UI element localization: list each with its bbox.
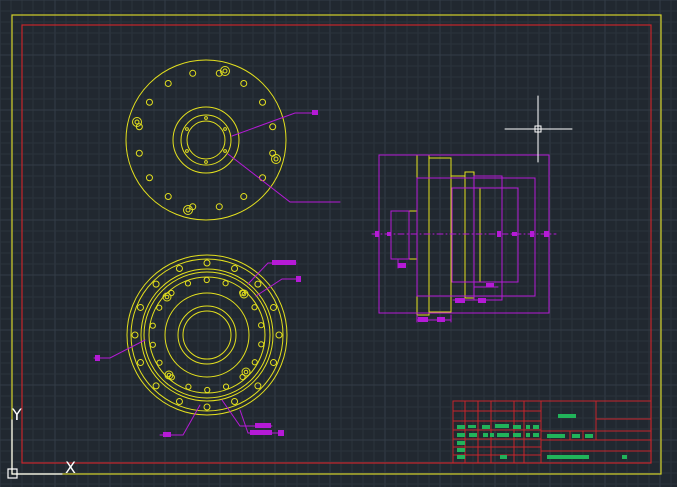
bolt-hole <box>231 398 239 406</box>
inner-frame <box>21 24 652 464</box>
bolt-hole <box>184 280 192 287</box>
inner-hole <box>204 160 208 164</box>
bolt-hole <box>185 383 192 390</box>
bolt-hole <box>259 98 267 106</box>
bearing-leaders <box>93 260 301 437</box>
bolt-hole <box>203 403 211 411</box>
outer-frame <box>11 14 662 475</box>
bolt-hole <box>152 382 160 390</box>
bolt-hole <box>270 359 278 367</box>
bolt-hole <box>269 123 277 131</box>
bolt-hole <box>203 259 211 267</box>
bolt-hole <box>203 276 210 284</box>
bolt-hole <box>215 69 223 77</box>
title-block[interactable] <box>452 400 652 464</box>
bolt-hole <box>136 303 144 311</box>
inner-hole <box>223 149 227 153</box>
bolt-hole <box>156 304 163 311</box>
bolt-hole <box>156 359 163 366</box>
bolt-hole <box>175 398 183 406</box>
bolt-hole <box>164 79 172 87</box>
ucs-y-label: Y <box>11 405 22 424</box>
bolt-hole <box>254 280 262 288</box>
bolt-hole <box>258 341 265 348</box>
inner-hole <box>223 127 227 131</box>
bolt-hole <box>240 193 248 201</box>
bolt-hole <box>222 280 229 287</box>
bolt-hole <box>149 341 156 348</box>
inner-hole <box>185 149 189 153</box>
bolt-hole <box>222 383 230 390</box>
bolt-hole <box>254 382 262 390</box>
bearing-front-view[interactable] <box>126 254 288 416</box>
bolt-hole <box>168 289 175 297</box>
ucs-x-label: X <box>65 458 76 477</box>
section-side-view[interactable] <box>371 154 557 323</box>
bolt-hole <box>145 174 153 182</box>
bolt-hole <box>204 386 211 394</box>
bolt-hole <box>258 322 265 329</box>
bolt-hole <box>215 203 223 211</box>
bolt-hole <box>149 322 156 329</box>
bolt-hole <box>168 374 175 381</box>
bolt-hole <box>136 359 144 367</box>
bolt-hole <box>251 304 258 311</box>
inner-hole <box>185 127 189 131</box>
bolt-hole <box>145 98 153 106</box>
ucs-axis-icon <box>7 419 63 479</box>
bolt-hole <box>251 359 258 366</box>
bolt-hole <box>135 149 143 157</box>
bolt-hole <box>189 69 197 77</box>
bolt-hole <box>152 280 160 288</box>
bolt-hole <box>131 331 139 339</box>
flange-leaders <box>227 110 341 203</box>
flange-front-view[interactable] <box>125 59 287 221</box>
bolt-hole <box>175 264 183 272</box>
crosshair-cursor-icon <box>504 95 573 163</box>
bolt-hole <box>270 303 278 311</box>
bolt-hole <box>231 264 239 272</box>
bolt-hole <box>275 331 283 339</box>
inner-hole <box>204 116 208 120</box>
bolt-hole <box>240 79 248 87</box>
bolt-hole <box>164 193 172 201</box>
